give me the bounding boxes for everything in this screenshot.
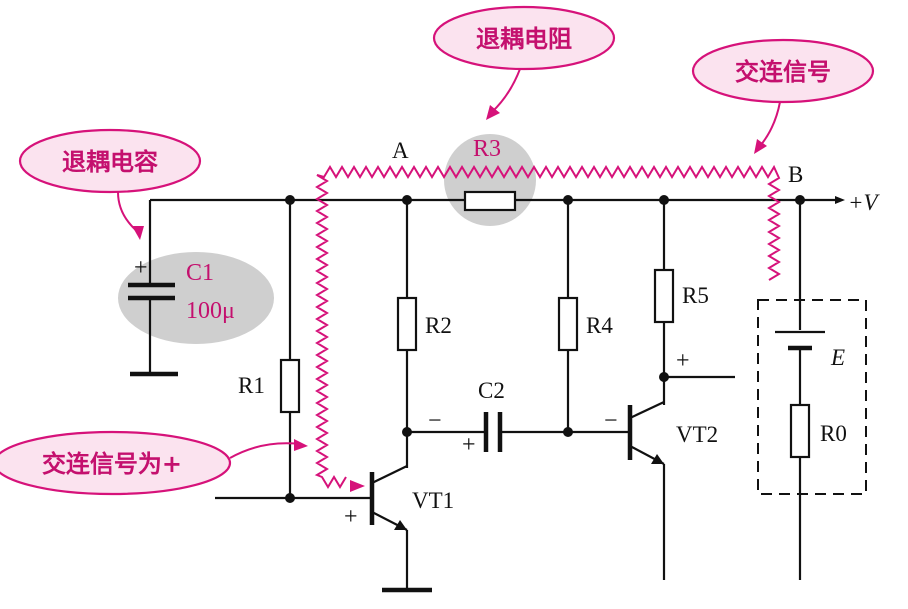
callout-decoupling-resistor-text: 退耦电阻 [476,25,572,53]
c2-plus-sign: + [462,432,476,458]
vt1-label: VT1 [412,488,454,513]
c2-label: C2 [478,378,505,403]
c2-minus-sign: − [428,408,442,434]
node-a-label: A [392,138,409,163]
capacitor-c2 [407,412,612,452]
callout-ac-signal-positive-text: 交连信号为+ [42,450,182,478]
supply-label: +V [848,190,881,215]
supply-arrow [835,196,845,204]
capacitor-c1 [128,200,178,377]
battery-label: E [830,345,845,370]
r1-label: R1 [238,373,265,398]
c1-label: C1 [186,260,214,286]
r4-label: R4 [586,313,613,338]
resistor-r1 [279,200,301,498]
callout-ac-signal: 交连信号 [691,38,875,154]
power-supply [757,200,867,580]
ac-signal-path [314,164,781,489]
callout-decoupling-resistor: 退耦电阻 [432,5,616,120]
vt2-base-minus-sign: − [604,408,618,434]
ac-signal-arrowhead [350,480,365,492]
c1-highlight [118,252,274,344]
vt2-label: VT2 [676,422,718,447]
resistor-r5 [653,200,675,405]
transistor-vt1 [369,465,432,593]
transistor-vt2 [612,401,666,580]
callout-decoupling-capacitor-text: 退耦电容 [62,148,158,176]
vt2-collector-plus-sign: + [676,348,690,374]
resistor-r3 [463,190,517,212]
callout-ac-signal-text: 交连信号 [735,58,831,86]
vt1-base-plus-sign: + [344,504,358,530]
callout-decoupling-capacitor: 退耦电容 [18,128,202,240]
supply-dashed-box [757,299,867,495]
node-b-label: B [788,162,803,187]
resistor-r2 [396,200,418,468]
callout-ac-signal-positive: 交连信号为+ [0,430,308,496]
r0-label: R0 [820,421,847,446]
c1-plus-sign: + [134,255,148,281]
resistor-r4 [557,200,579,432]
c1-value-label: 100μ [186,298,235,324]
r3-label: R3 [473,136,501,162]
r5-label: R5 [682,283,709,308]
r2-label: R2 [425,313,452,338]
resistor-r0 [789,403,811,459]
junction-dots [285,195,805,503]
